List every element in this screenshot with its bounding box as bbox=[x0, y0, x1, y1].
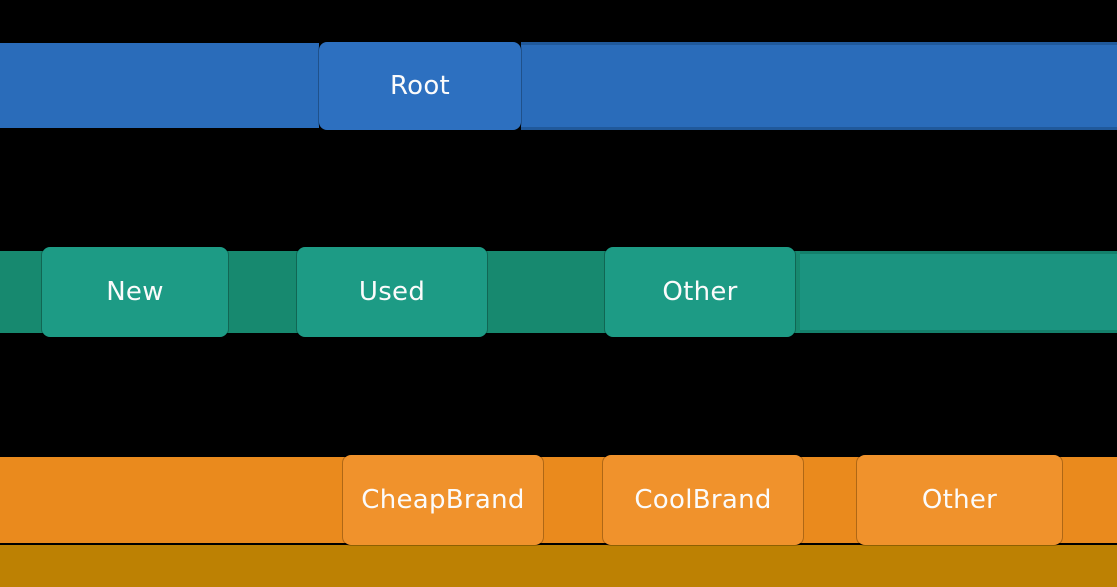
level1-bar-left-segment[interactable] bbox=[0, 43, 319, 128]
node-cell-used[interactable]: Used bbox=[297, 247, 487, 337]
node-cell-other-level3[interactable]: Other bbox=[857, 455, 1062, 545]
level2-unlabeled-segment[interactable] bbox=[800, 254, 1117, 330]
level4-truncated-strip[interactable] bbox=[0, 545, 1117, 587]
node-label-coolbrand: CoolBrand bbox=[634, 485, 772, 515]
level1-bar-right-segment[interactable] bbox=[521, 45, 1117, 127]
node-label-other-level2: Other bbox=[662, 277, 738, 307]
node-label-other-level3: Other bbox=[921, 485, 998, 515]
node-label-cheapbrand: CheapBrand bbox=[361, 485, 525, 515]
node-label-root: Root bbox=[389, 71, 451, 101]
node-cell-cheapbrand[interactable]: CheapBrand bbox=[343, 455, 543, 545]
node-cell-coolbrand[interactable]: CoolBrand bbox=[603, 455, 803, 545]
node-label-new: New bbox=[106, 277, 164, 307]
node-cell-other-level2[interactable]: Other bbox=[605, 247, 795, 337]
node-label-used: Used bbox=[358, 277, 426, 307]
node-cell-new[interactable]: New bbox=[42, 247, 228, 337]
node-cell-root[interactable]: Root bbox=[319, 42, 521, 130]
